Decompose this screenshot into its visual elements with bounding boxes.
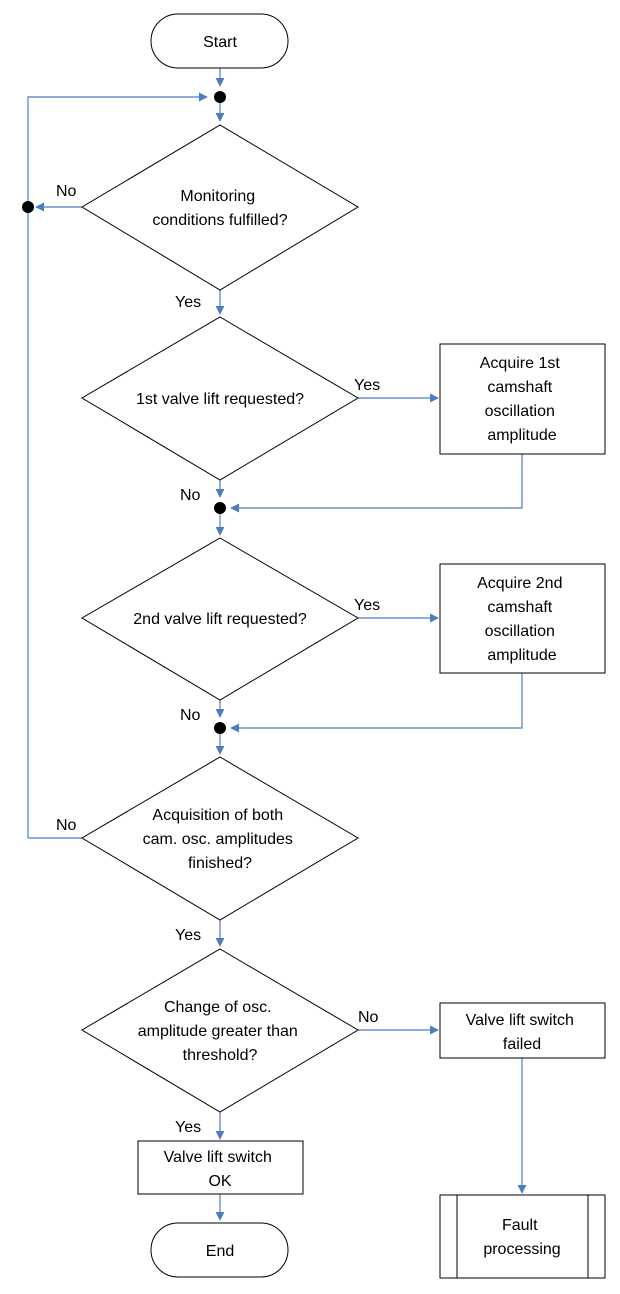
connectors	[27, 68, 527, 1221]
lift2-decision-text: 2nd valve lift requested?	[133, 611, 307, 628]
switch-failed-text: Valve lift switch failed	[466, 1012, 579, 1053]
switch-ok-text: Valve lift switch OK	[164, 1149, 277, 1190]
acquisition-yes-label: Yes	[175, 927, 201, 944]
monitoring-decision: Monitoring conditions fulfilled?	[81, 124, 359, 291]
end-terminal-shape	[150, 1222, 289, 1278]
lift2-decision-shape	[81, 537, 359, 701]
lift1-decision-shape	[81, 316, 359, 481]
start-terminal-shape	[150, 13, 289, 69]
lift2-acquire-text: Acquire 2nd camshaft oscillation amplitu…	[477, 575, 567, 664]
end-label: End	[206, 1243, 234, 1260]
lift1-acquire-text: Acquire 1st camshaft oscillation amplitu…	[480, 355, 565, 444]
lift1-yes-label: Yes	[354, 377, 380, 394]
acquisition-no-label: No	[56, 817, 77, 834]
connector-lift1-acquire-return	[230, 454, 523, 513]
lift2-no-label: No	[180, 707, 201, 724]
monitoring-decision-shape	[81, 124, 359, 291]
junctions	[22, 91, 226, 734]
edge-labels: No Yes Yes No Yes No No Yes No Yes	[56, 183, 380, 1136]
acquisition-decision-text: Acquisition of both cam. osc. amplitudes…	[143, 807, 298, 872]
threshold-decision: Change of osc. amplitude greater than th…	[81, 948, 359, 1113]
junction-dot-lift2-merge	[214, 722, 226, 734]
switch-ok-shape	[137, 1140, 304, 1195]
start-label: Start	[203, 34, 237, 51]
monitoring-yes-label: Yes	[175, 294, 201, 311]
lift1-acquire-process: Acquire 1st camshaft oscillation amplitu…	[439, 343, 606, 455]
lift1-acquire-shape	[439, 343, 606, 455]
lift1-decision: 1st valve lift requested?	[81, 316, 359, 481]
switch-failed-process: Valve lift switch failed	[439, 1002, 606, 1059]
acquisition-decision-shape	[81, 756, 359, 921]
fault-processing-shape	[439, 1194, 606, 1279]
connector-return-loop	[27, 92, 208, 838]
switch-failed-shape	[439, 1002, 606, 1059]
monitoring-decision-text: Monitoring conditions fulfilled?	[152, 188, 287, 229]
threshold-decision-shape	[81, 948, 359, 1113]
junction-dot-monitoring-no	[22, 201, 34, 213]
switch-ok-process: Valve lift switch OK	[137, 1140, 304, 1195]
threshold-no-label: No	[358, 1009, 379, 1026]
connector-lift2-acquire-return	[230, 673, 523, 733]
end-terminal: End	[150, 1222, 289, 1278]
threshold-yes-label: Yes	[175, 1119, 201, 1136]
lift1-decision-text: 1st valve lift requested?	[136, 391, 304, 408]
monitoring-no-label: No	[56, 183, 77, 200]
acquisition-decision: Acquisition of both cam. osc. amplitudes…	[81, 756, 359, 921]
fault-processing-text: Fault processing	[483, 1217, 560, 1258]
fault-processing-process: Fault processing	[439, 1194, 606, 1279]
junction-dot-lift1-merge	[214, 502, 226, 514]
lift2-acquire-shape	[439, 563, 606, 674]
lift1-no-label: No	[180, 487, 201, 504]
lift2-yes-label: Yes	[354, 597, 380, 614]
junction-dot-loop	[214, 91, 226, 103]
start-terminal: Start	[150, 13, 289, 69]
lift2-decision: 2nd valve lift requested?	[81, 537, 359, 701]
lift2-acquire-process: Acquire 2nd camshaft oscillation amplitu…	[439, 563, 606, 674]
threshold-decision-text: Change of osc. amplitude greater than th…	[138, 999, 303, 1064]
